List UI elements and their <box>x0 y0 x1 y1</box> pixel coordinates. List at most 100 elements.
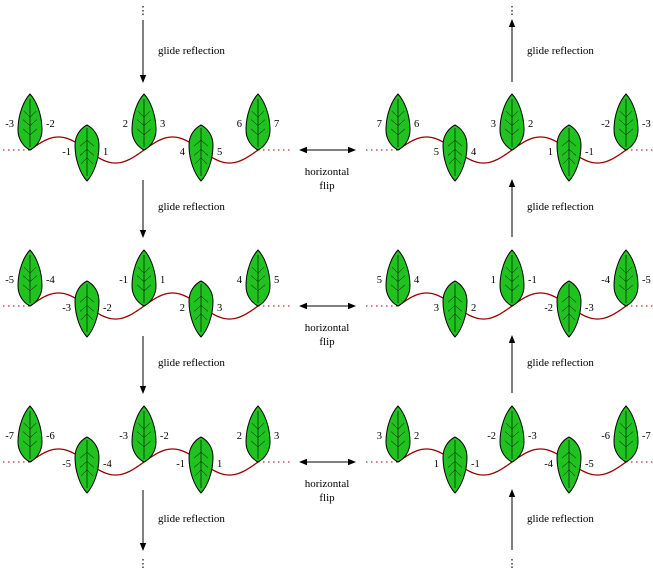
glide-label-right-4: glide reflection <box>527 513 594 525</box>
leaf-label-left: 4 <box>237 275 243 286</box>
leaf-label-left: 4 <box>180 147 186 158</box>
leaf-down <box>188 124 214 182</box>
leaf-up <box>245 405 271 463</box>
leaf-label-left: -1 <box>62 147 71 158</box>
glide-label-left-2: glide reflection <box>158 201 225 213</box>
ellipsis-bottom-right: ⋮ <box>507 558 518 570</box>
leaf-label-right: -3 <box>642 119 651 130</box>
glide-label-right-3: glide reflection <box>527 357 594 369</box>
flip-label-horizontal-1: horizontal <box>305 166 350 178</box>
leaf-label-left: 2 <box>180 303 185 314</box>
leaf-label-left: -2 <box>544 303 553 314</box>
flip-label-flip-1: flip <box>319 180 335 192</box>
leaf-down <box>74 124 100 182</box>
leaf-label-left: 1 <box>548 147 553 158</box>
leaf-down <box>556 280 582 338</box>
ellipsis-top-left: ⋮ <box>138 5 149 17</box>
leaf-label-left: -2 <box>487 431 496 442</box>
leaf-down <box>556 124 582 182</box>
glide-label-left-3: glide reflection <box>158 357 225 369</box>
leaf-label-right: 6 <box>414 119 419 130</box>
leaf-label-left: 3 <box>377 431 382 442</box>
leaf-label-right: 5 <box>217 147 222 158</box>
leaf-up <box>131 405 157 463</box>
leaf-label-right: 2 <box>528 119 533 130</box>
leaf-up <box>613 93 639 151</box>
leaf-down <box>74 280 100 338</box>
leaf-label-left: -5 <box>62 459 71 470</box>
leaf-label-left: 1 <box>434 459 439 470</box>
leaf-label-right: 3 <box>217 303 222 314</box>
leaf-label-right: 2 <box>414 431 419 442</box>
leaf-up <box>17 93 43 151</box>
leaf-label-right: 3 <box>274 431 279 442</box>
leaf-label-left: 6 <box>237 119 242 130</box>
leaf-label-left: 7 <box>377 119 382 130</box>
leaf-label-right: -1 <box>585 147 594 158</box>
leaf-down <box>188 436 214 494</box>
leaf-label-right: 1 <box>217 459 222 470</box>
glide-label-right-1: glide reflection <box>527 45 594 57</box>
ellipsis-top-right: ⋮ <box>507 5 518 17</box>
leaf-label-right: -2 <box>103 303 112 314</box>
leaf-up <box>613 249 639 307</box>
leaf-down <box>442 436 468 494</box>
leaf-label-left: -5 <box>5 275 14 286</box>
leaf-up <box>385 249 411 307</box>
leaf-up <box>499 249 525 307</box>
leaf-down <box>556 436 582 494</box>
leaf-label-left: -3 <box>119 431 128 442</box>
leaf-label-left: -1 <box>176 459 185 470</box>
glide-label-left-1: glide reflection <box>158 45 225 57</box>
flip-label-horizontal-3: horizontal <box>305 478 350 490</box>
leaf-up <box>17 249 43 307</box>
leaf-label-right: -5 <box>585 459 594 470</box>
leaf-label-right: 2 <box>471 303 476 314</box>
flip-label-flip-2: flip <box>319 336 335 348</box>
leaf-up <box>499 405 525 463</box>
leaf-up <box>131 249 157 307</box>
leaf-label-left: 5 <box>434 147 439 158</box>
glide-label-left-4: glide reflection <box>158 513 225 525</box>
leaf-label-right: 1 <box>160 275 165 286</box>
leaf-up <box>613 405 639 463</box>
glide-label-right-2: glide reflection <box>527 201 594 213</box>
leaf-label-right: 7 <box>274 119 279 130</box>
leaf-label-right: -7 <box>642 431 651 442</box>
leaf-label-right: -2 <box>46 119 55 130</box>
leaf-label-right: -3 <box>528 431 537 442</box>
leaf-label-right: -2 <box>160 431 169 442</box>
ellipsis-bottom-left: ⋮ <box>138 558 149 570</box>
leaf-label-left: -3 <box>5 119 14 130</box>
leaf-up <box>385 405 411 463</box>
leaf-up <box>245 249 271 307</box>
flip-label-flip-3: flip <box>319 492 335 504</box>
leaf-down <box>188 280 214 338</box>
strips-layer: -3 -2 2 3 6 7 -1 1 4 5 -5 -4 -1 1 4 5 -3 -2 2 3 -7 -6 -3 -2 2 3 -5… <box>0 93 653 494</box>
leaf-label-left: -4 <box>601 275 610 286</box>
leaf-label-left: 3 <box>491 119 496 130</box>
leaf-label-left: -6 <box>601 431 610 442</box>
leaf-label-right: 1 <box>103 147 108 158</box>
leaf-label-left: 5 <box>377 275 382 286</box>
leaf-label-left: 2 <box>123 119 128 130</box>
leaf-up <box>499 93 525 151</box>
leaf-label-left: -1 <box>119 275 128 286</box>
leaf-down <box>442 280 468 338</box>
leaf-label-right: -5 <box>642 275 651 286</box>
leaf-up <box>131 93 157 151</box>
leaf-label-right: -1 <box>528 275 537 286</box>
flip-label-horizontal-2: horizontal <box>305 322 350 334</box>
leaf-label-right: -1 <box>471 459 480 470</box>
leaf-label-left: -7 <box>5 431 14 442</box>
leaf-label-right: 5 <box>274 275 279 286</box>
leaf-label-right: 4 <box>414 275 420 286</box>
leaf-up <box>385 93 411 151</box>
